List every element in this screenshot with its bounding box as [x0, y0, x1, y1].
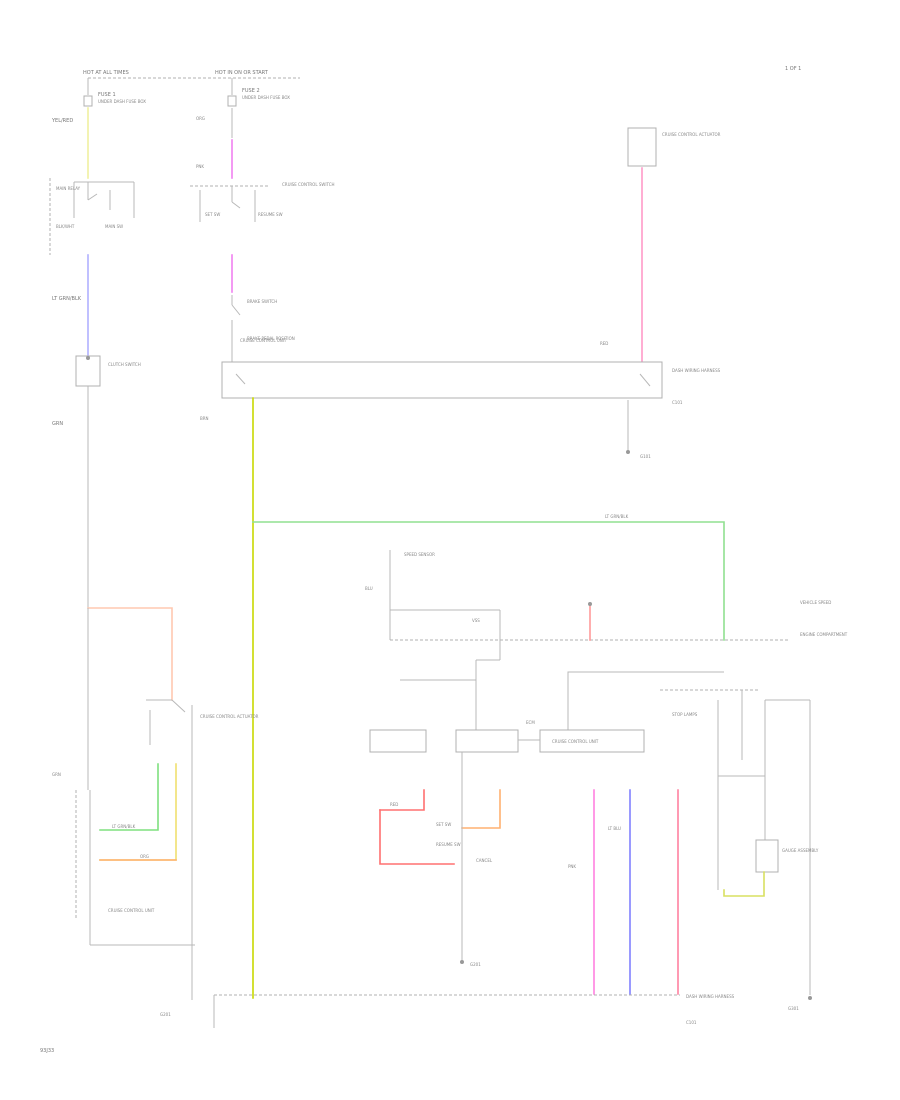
label-dash-wiring-bottom: DASH WIRING HARNESS — [686, 994, 735, 999]
label-cruise-switch: CRUISE CONTROL SWITCH — [282, 182, 335, 187]
label-resume-sw: RESUME SW — [436, 842, 461, 847]
label-wire-brn: BRN — [200, 416, 209, 421]
top-power-bus — [87, 77, 300, 95]
label-hot-at-all-times: HOT AT ALL TIMES — [83, 70, 129, 76]
fuse-2 — [227, 95, 237, 107]
label-cruise-actuator-left: CRUISE CONTROL ACTUATOR — [200, 714, 259, 719]
label-hot-in-on-or-start: HOT IN ON OR START — [215, 70, 269, 76]
label-cruise-unit-top: CRUISE CONTROL UNIT — [240, 338, 287, 343]
wire-green-left — [99, 763, 159, 831]
label-dash-wiring: DASH WIRING HARNESS — [672, 368, 721, 373]
left-connector-block — [75, 790, 195, 946]
label-wire-grn: GRN — [52, 421, 63, 427]
label-wire-lt-grn: LT GRN/BLK — [52, 296, 82, 302]
label-ecm: ECM — [526, 720, 535, 725]
wire-yellow-left — [99, 763, 177, 861]
label-wire-pnk-bottom: PNK — [568, 864, 576, 869]
label-main-sw: MAIN SW — [105, 224, 123, 229]
gauge-assembly-box — [755, 839, 779, 873]
label-cruise-unit: CRUISE CONTROL UNIT — [552, 739, 599, 744]
label-main-relay-side: MAIN RELAY — [56, 186, 81, 191]
ground-g301 — [808, 996, 812, 1000]
fuse-1 — [83, 95, 93, 107]
label-brake-switch: BRAKE SWITCH — [247, 299, 277, 304]
wire-red-set — [379, 789, 425, 811]
label-vss: VSS — [472, 618, 480, 623]
label-wire-lt-grn-bus: LT GRN/BLK — [605, 514, 629, 519]
label-ground-g201: G201 — [470, 962, 481, 967]
set-resume-box-left — [369, 729, 427, 753]
label-fuse-2: FUSE 2 — [242, 88, 260, 94]
label-brake-pedal: BRAKE PEDAL POSITION — [247, 336, 295, 341]
ecm-feed — [400, 671, 724, 730]
ground-g201 — [460, 960, 464, 964]
ground-g101 — [626, 400, 630, 454]
label-wire-red-set: RED — [390, 802, 398, 807]
label-ground-g301: G301 — [788, 1006, 799, 1011]
label-wire-blk: BLK/WHT — [56, 224, 75, 229]
label-fuse-1: FUSE 1 — [98, 92, 116, 98]
cruise-actuator-box — [627, 127, 657, 167]
wire-green-bus — [252, 521, 725, 641]
label-wire-grn-lower: GRN — [52, 772, 61, 777]
label-clutch-switch: CLUTCH SWITCH — [108, 362, 141, 367]
label-under-dash-2: UNDER DASH FUSE BOX — [242, 95, 290, 100]
cruise-control-unit-harness — [221, 361, 663, 399]
label-cancel: CANCEL — [476, 858, 493, 863]
label-gauge-assembly: GAUGE ASSEMBLY — [782, 848, 819, 853]
label-set-sw-top: SET SW — [205, 212, 220, 217]
wire-yellow-gauge — [723, 871, 765, 897]
label-wire-org-left: ORG — [140, 854, 149, 859]
cruise-unit-box — [539, 729, 645, 753]
label-cruise-actuator: CRUISE CONTROL ACTUATOR — [662, 132, 721, 137]
actuator-switch-left — [146, 699, 193, 950]
label-stop-lamps: STOP LAMPS — [672, 712, 698, 717]
label-connector: C101 — [672, 400, 683, 405]
label-ground-g101: G101 — [640, 454, 651, 459]
wire-red-resume — [379, 809, 455, 865]
brake-switch-right — [660, 689, 811, 995]
ground-mid-top — [588, 602, 592, 641]
label-wire-pnk: PNK — [196, 164, 204, 169]
cruise-control-switch — [190, 185, 270, 222]
label-under-dash-1: UNDER DASH FUSE BOX — [98, 99, 146, 104]
label-wire-lt-grn-left: LT GRN/BLK — [112, 824, 136, 829]
label-wire-lt-blu: LT BLU — [608, 826, 621, 831]
label-page-ref: 1 OF 1 — [785, 66, 801, 72]
clutch-switch-left — [75, 355, 101, 387]
label-wire-yel: YEL/RED — [51, 118, 73, 124]
label-connector-bottom: C101 — [686, 1020, 697, 1025]
label-ground-bottom: G201 — [160, 1012, 171, 1017]
clutch-switch-mid — [231, 295, 241, 362]
label-set-sw: SET SW — [436, 822, 451, 827]
label-wire-red-top: RED — [600, 341, 608, 346]
label-cruise-unit-left: CRUISE CONTROL UNIT — [108, 908, 155, 913]
main-relay-block — [49, 178, 135, 255]
wire-orange-cancel — [461, 789, 501, 829]
label-vehicle-speed: VEHICLE SPEED — [800, 600, 831, 605]
label-footer-code: 93J33 — [40, 1048, 54, 1054]
label-wire-blu: BLU — [365, 586, 373, 591]
label-speed-sensor: SPEED SENSOR — [404, 552, 435, 557]
label-engine-compartment: ENGINE COMPARTMENT — [800, 632, 848, 637]
label-wire-org: ORG — [196, 116, 205, 121]
set-resume-box-mid — [455, 729, 519, 753]
wire-salmon-upper-left — [87, 607, 173, 701]
label-resume-sw-top: RESUME SW — [258, 212, 283, 217]
